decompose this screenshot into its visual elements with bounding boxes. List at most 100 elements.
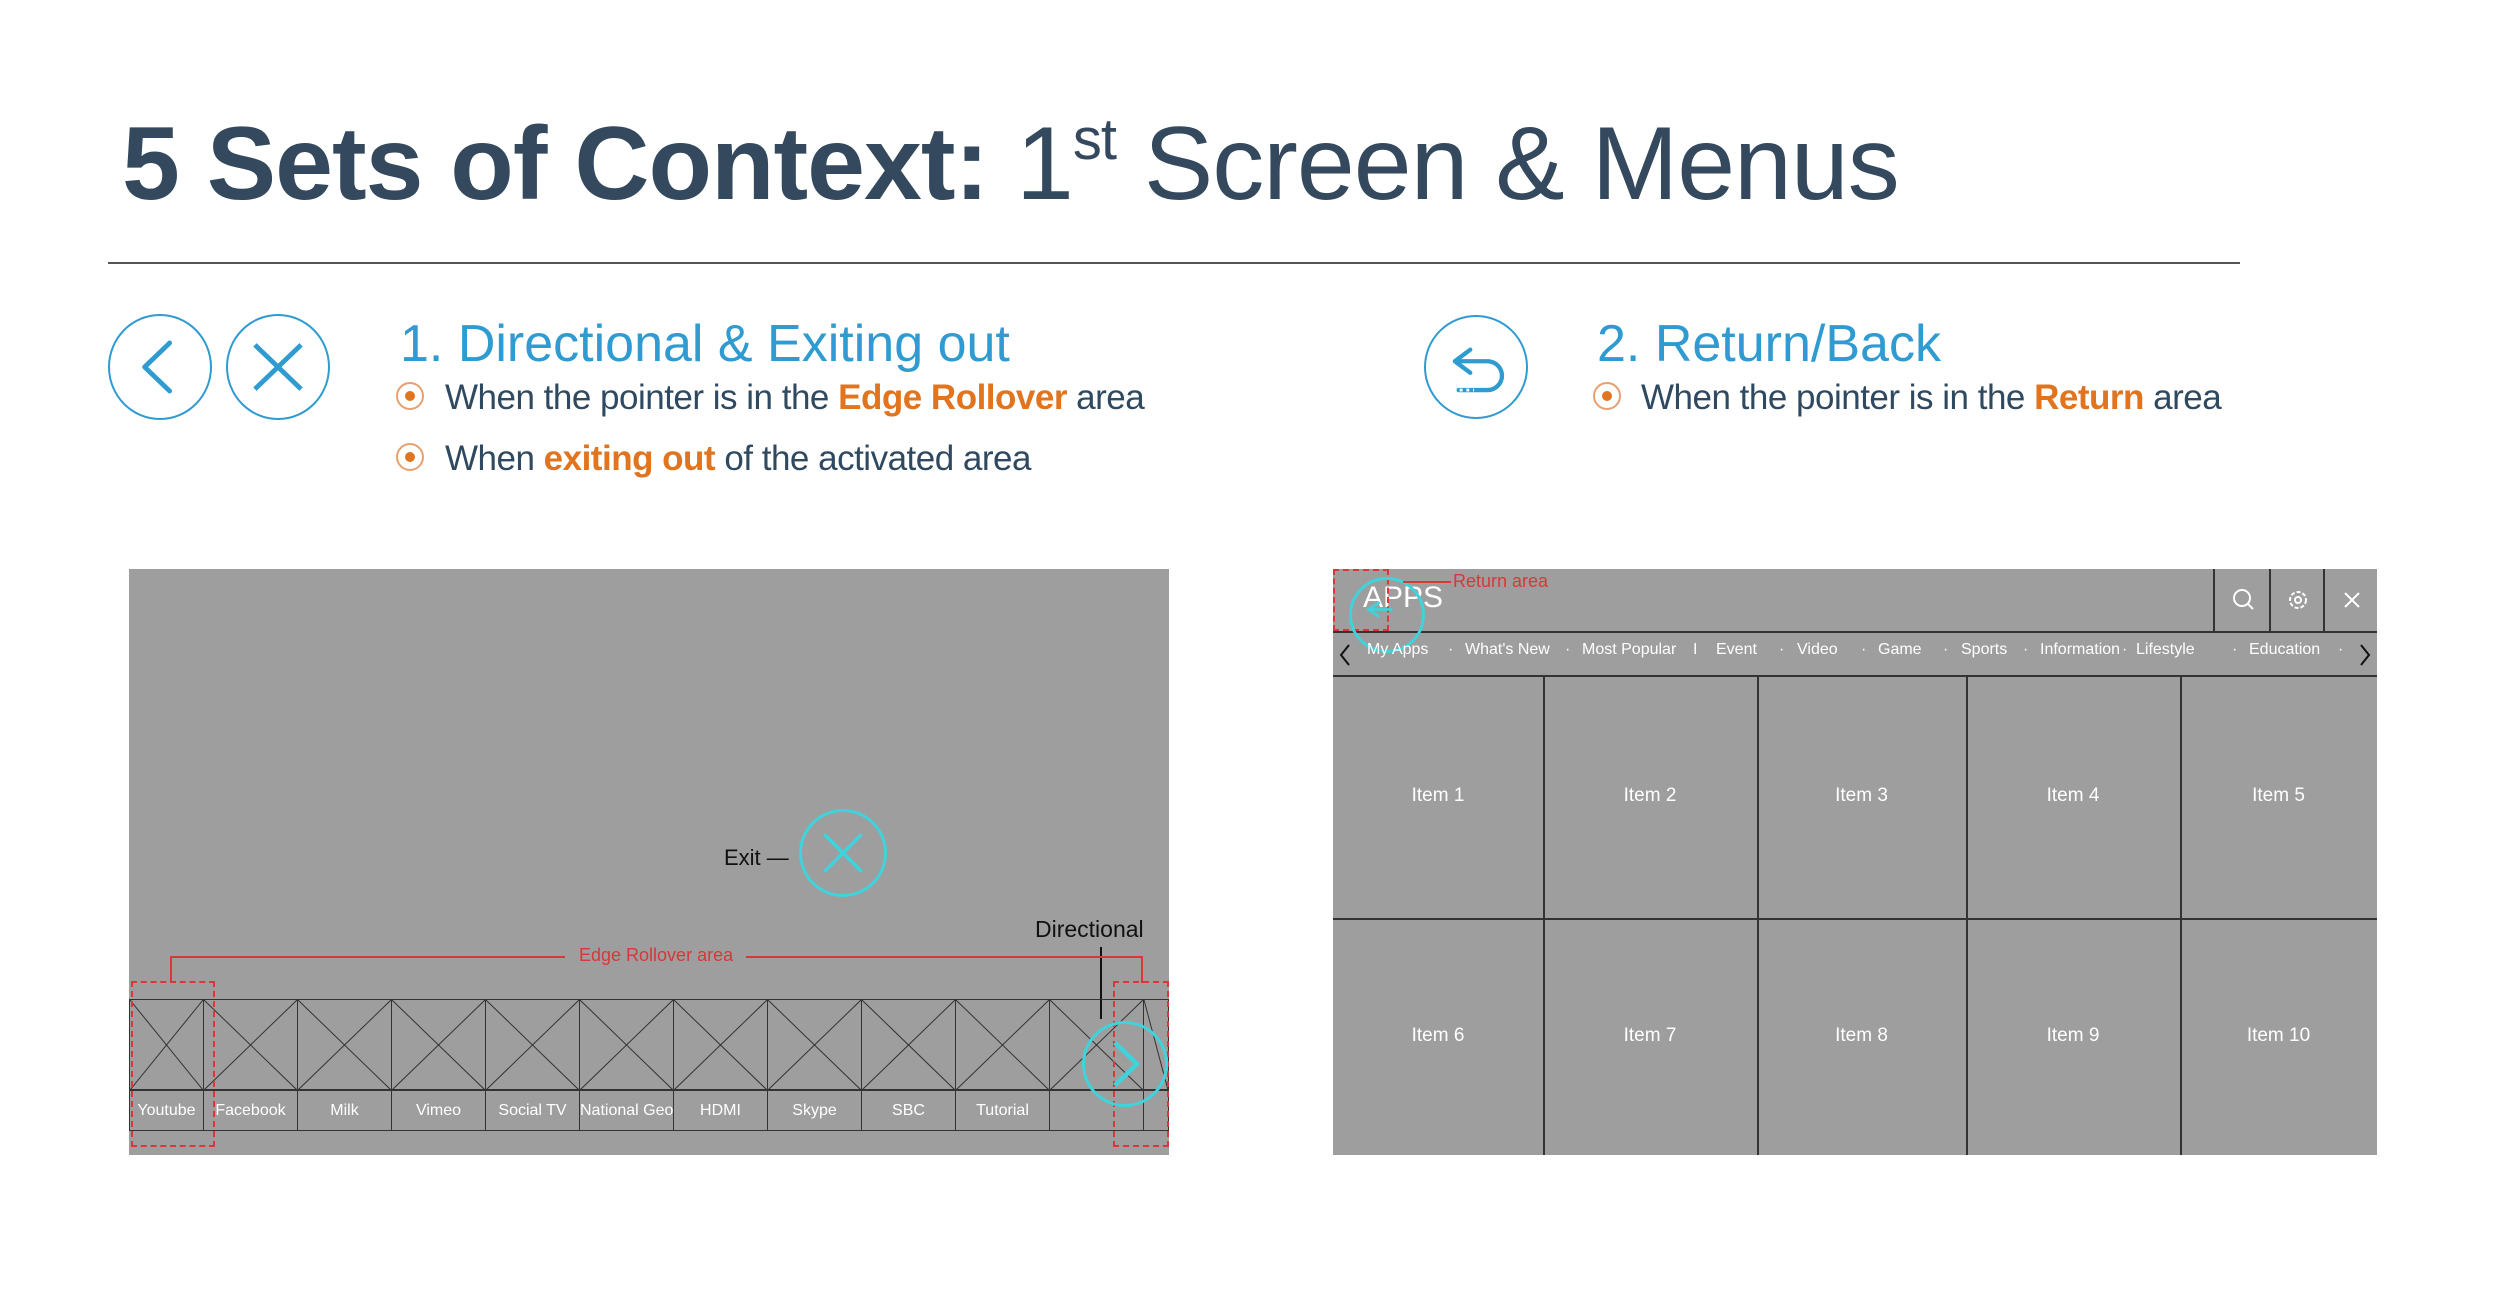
grid-line — [1757, 675, 1759, 1155]
bullet-icon — [1593, 382, 1621, 410]
nav-item[interactable]: Lifestyle — [2136, 641, 2195, 658]
section1-bullet2: When exiting out of the activated area — [445, 441, 1031, 476]
tv-screen-mockup: Exit — Directional Edge Rollover area Yo… — [129, 569, 1169, 1155]
settings-button[interactable] — [2269, 569, 2325, 631]
section2-heading: 2. Return/Back — [1597, 315, 1941, 373]
nav-item[interactable]: My Apps — [1367, 641, 1429, 658]
app-grid-item[interactable]: Item 8 — [1835, 1024, 1888, 1046]
nav-separator: · — [2122, 641, 2128, 658]
nav-separator: · — [1861, 641, 1867, 658]
nav-separator: · — [1448, 641, 1454, 658]
app-tile[interactable]: Facebook — [203, 999, 298, 1131]
app-grid-item[interactable]: Item 10 — [2246, 1024, 2311, 1046]
bullet-icon — [396, 443, 424, 471]
section1-heading: 1. Directional & Exiting out — [400, 315, 1010, 373]
app-tile[interactable]: Skype — [767, 999, 862, 1131]
app-tile-label: Facebook — [215, 1102, 286, 1119]
exit-button[interactable] — [799, 809, 887, 897]
bullet-text: of the activated area — [715, 439, 1031, 478]
app-grid-item[interactable]: Item 3 — [1835, 784, 1888, 806]
title-bold: 5 Sets of Context: — [122, 106, 989, 222]
bullet-text: area — [2143, 378, 2222, 417]
app-grid-item[interactable]: Item 2 — [1623, 784, 1677, 806]
app-tile-label: Social TV — [498, 1102, 567, 1119]
nav-next-icon[interactable] — [2357, 641, 2373, 669]
apps-screen-mockup: APPS Return area My Apps·What's New·Most… — [1333, 569, 2377, 1155]
app-tile-label: National Geo — [580, 1102, 674, 1119]
nav-item[interactable]: Sports — [1961, 641, 2008, 658]
grid-line — [1966, 675, 1968, 1155]
app-tile-label: HDMI — [700, 1102, 741, 1119]
app-grid-item[interactable]: Item 1 — [1411, 784, 1465, 806]
directional-pointer-line — [1100, 947, 1102, 1019]
search-button[interactable] — [2213, 569, 2271, 631]
app-tile-label: Vimeo — [415, 1102, 462, 1119]
nav-item[interactable]: Event — [1716, 641, 1757, 658]
grid-line — [1333, 918, 2377, 920]
app-tile[interactable]: SBC — [861, 999, 956, 1131]
title-superscript: st — [1072, 107, 1117, 172]
next-arrow-button[interactable] — [1082, 1021, 1168, 1107]
app-tile-label: Skype — [792, 1102, 837, 1119]
app-tile-label: Youtube — [137, 1102, 196, 1119]
nav-separator: · — [2232, 641, 2238, 658]
bullet-text: When — [445, 439, 544, 478]
category-nav — [1333, 631, 2377, 677]
title-divider — [108, 262, 2240, 264]
nav-item[interactable]: Most Popular — [1582, 641, 1677, 658]
bullet-icon — [396, 382, 424, 410]
app-tile[interactable]: Vimeo — [391, 999, 486, 1131]
app-grid-item[interactable]: Item 7 — [1623, 1024, 1677, 1046]
app-tile[interactable]: Social TV — [485, 999, 580, 1131]
apps-header — [1333, 569, 2377, 633]
app-tile-label: SBC — [892, 1102, 925, 1119]
app-grid-item[interactable]: Item 9 — [2046, 1024, 2100, 1046]
nav-separator: · — [1779, 641, 1785, 658]
nav-item[interactable]: Education — [2249, 641, 2321, 658]
nav-item[interactable]: Video — [1797, 641, 1838, 658]
nav-separator: · — [2338, 641, 2344, 658]
page-title: 5 Sets of Context: 1st Screen & Menus — [122, 111, 1900, 217]
app-grid-item[interactable]: Item 6 — [1411, 1024, 1465, 1046]
nav-separator: · — [2023, 641, 2029, 658]
title-suffix: Screen & Menus — [1143, 106, 1900, 222]
section2-bullet1: When the pointer is in the Return area — [1641, 378, 2222, 417]
return-pointer-line — [1403, 581, 1451, 583]
app-grid-item[interactable]: Item 5 — [2252, 784, 2305, 806]
app-tile[interactable]: Milk — [297, 999, 392, 1131]
app-grid-item[interactable]: Item 4 — [2046, 784, 2100, 806]
grid-line — [1543, 675, 1545, 1155]
exit-label: Exit — — [724, 845, 789, 870]
app-tile[interactable]: HDMI — [673, 999, 768, 1131]
bullet-highlight: Return — [2034, 378, 2144, 417]
app-tile-label: Milk — [330, 1102, 359, 1119]
return-area-label: Return area — [1453, 571, 1549, 591]
nav-separator: · — [1565, 641, 1571, 658]
close-button[interactable] — [2323, 569, 2379, 631]
app-tile-label: Tutorial — [976, 1102, 1029, 1119]
tile-label-divider — [129, 1089, 1169, 1091]
grid-line — [2180, 675, 2182, 1155]
nav-item[interactable]: Game — [1878, 641, 1922, 658]
edge-rollover-bracket — [170, 956, 1143, 983]
section1-bullet1: When the pointer is in the Edge Rollover… — [445, 378, 1145, 417]
return-icon — [1424, 315, 1528, 419]
edge-rollover-label: Edge Rollover area — [579, 945, 734, 965]
bullet-highlight: exiting out — [543, 439, 716, 478]
nav-item[interactable]: Information — [2040, 641, 2121, 658]
close-icon — [226, 314, 330, 420]
directional-label: Directional — [1035, 916, 1144, 942]
app-tile[interactable]: Tutorial — [955, 999, 1050, 1131]
back-arrow-icon — [108, 314, 212, 420]
bullet-text: When the pointer is in the — [445, 378, 839, 417]
bullet-highlight: Edge Rollover — [838, 378, 1067, 417]
nav-item[interactable]: What's New — [1465, 641, 1550, 658]
app-tile[interactable]: National Geo — [579, 999, 674, 1131]
nav-separator: I — [1693, 641, 1698, 658]
bullet-text: When the pointer is in the — [1641, 378, 2035, 417]
bullet-text: area — [1066, 378, 1145, 417]
left-edge-area — [131, 981, 215, 1147]
nav-prev-icon[interactable] — [1337, 641, 1353, 669]
nav-separator: · — [1943, 641, 1949, 658]
return-button[interactable] — [1349, 577, 1425, 653]
